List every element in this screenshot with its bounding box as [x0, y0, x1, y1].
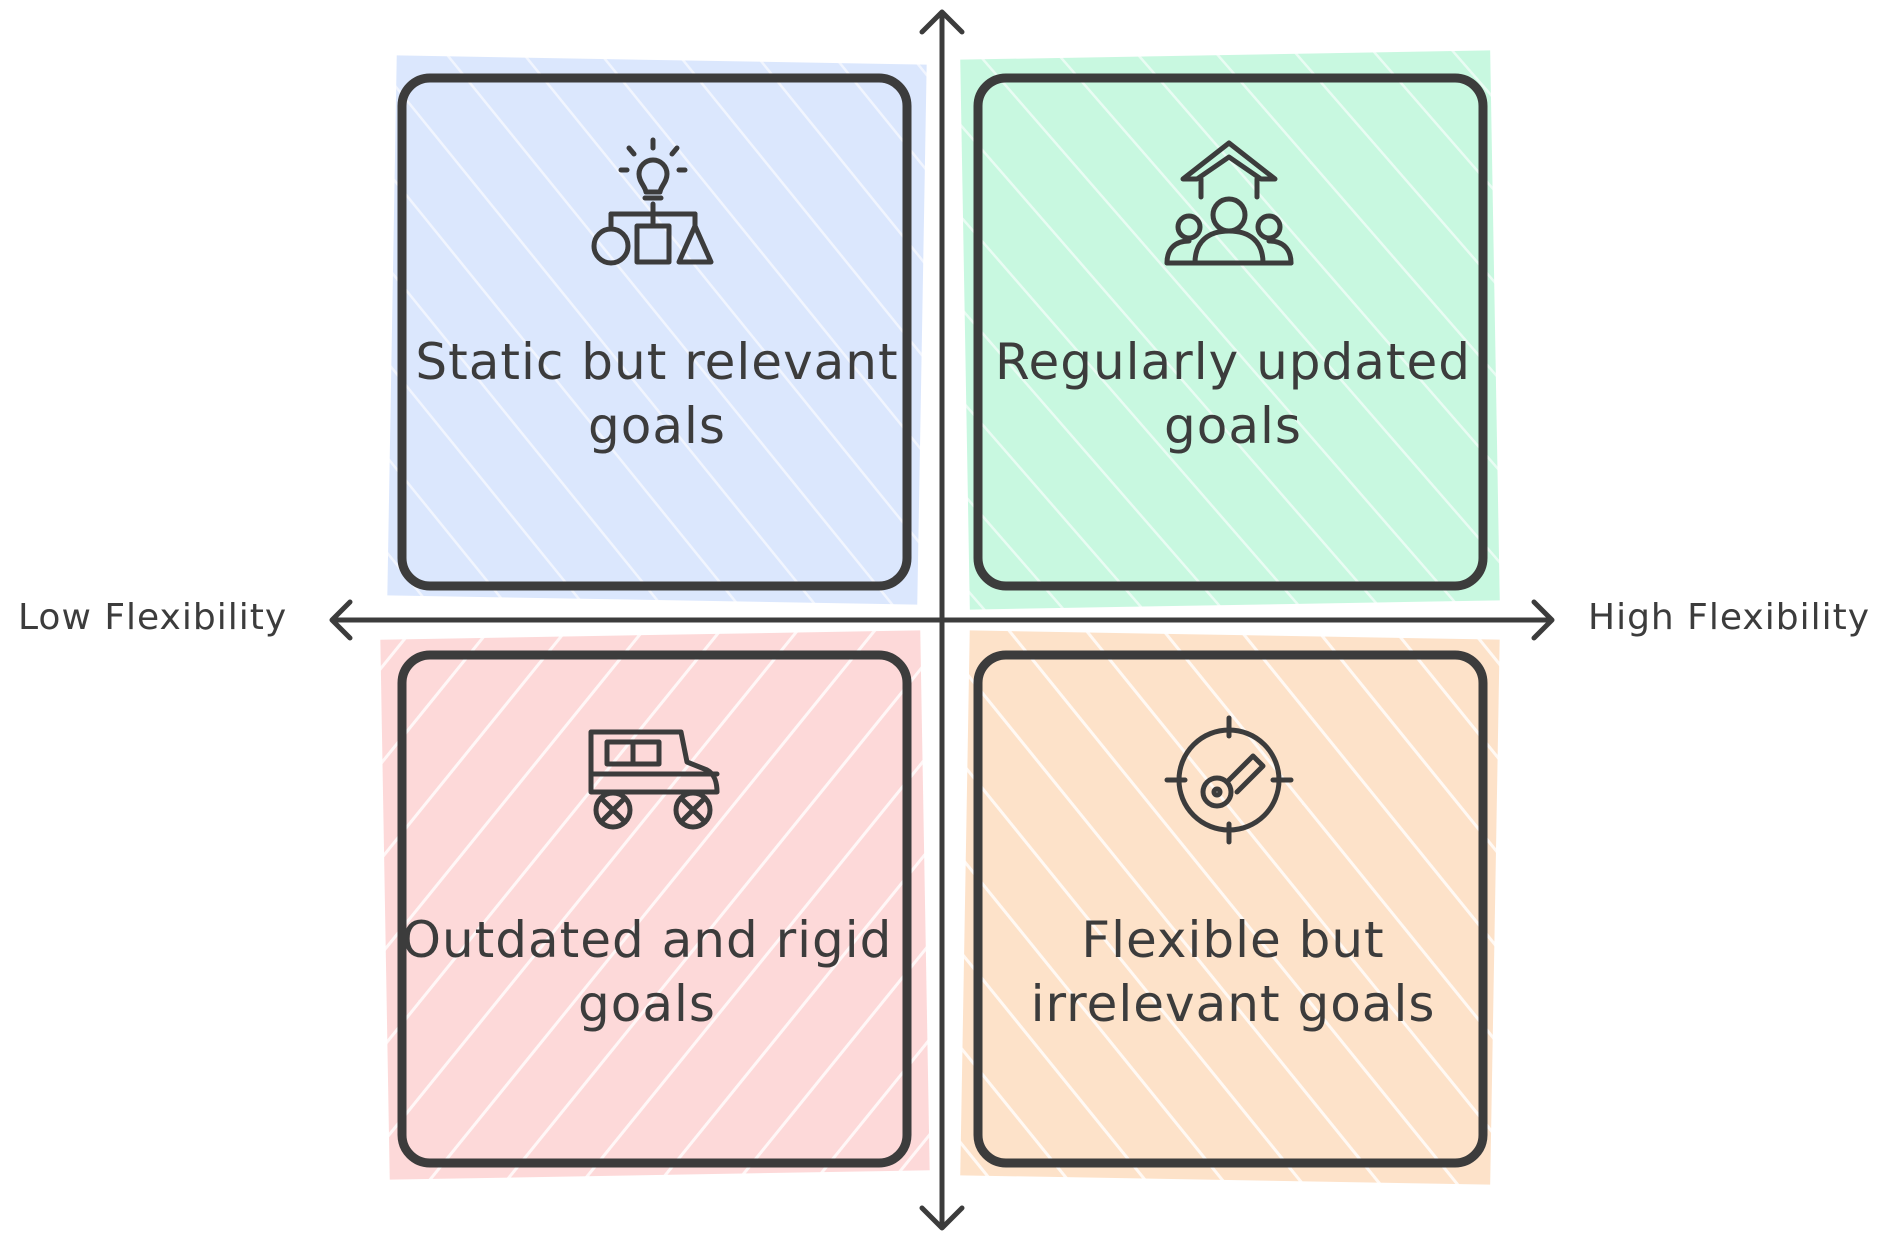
horizontal-axis: [329, 599, 1555, 641]
target-key-icon: [1164, 715, 1294, 845]
quadrant-top-left: [387, 55, 927, 605]
team-growth-arrow-icon: [1164, 140, 1294, 266]
vintage-car-icon: [588, 729, 720, 830]
axis-label-high-flexibility: High Flexibility: [1588, 597, 1870, 638]
axis-label-low-flexibility: Low Flexibility: [18, 597, 288, 638]
process-flow-lightbulb-icon: [591, 137, 714, 266]
quadrant-label-bottom-right: Flexible but irrelevant goals: [1030, 911, 1436, 1033]
quadrant-label-top-right: Regularly updated goals: [994, 333, 1472, 455]
quadrant-label-top-left: Static but relevant goals: [415, 333, 899, 455]
quadrant-bottom-left: [380, 630, 930, 1180]
quadrant-label-bottom-left: Outdated and rigid goals: [401, 911, 893, 1033]
quadrant-top-right: [960, 50, 1500, 610]
quadrant-bottom-right: [960, 630, 1500, 1185]
